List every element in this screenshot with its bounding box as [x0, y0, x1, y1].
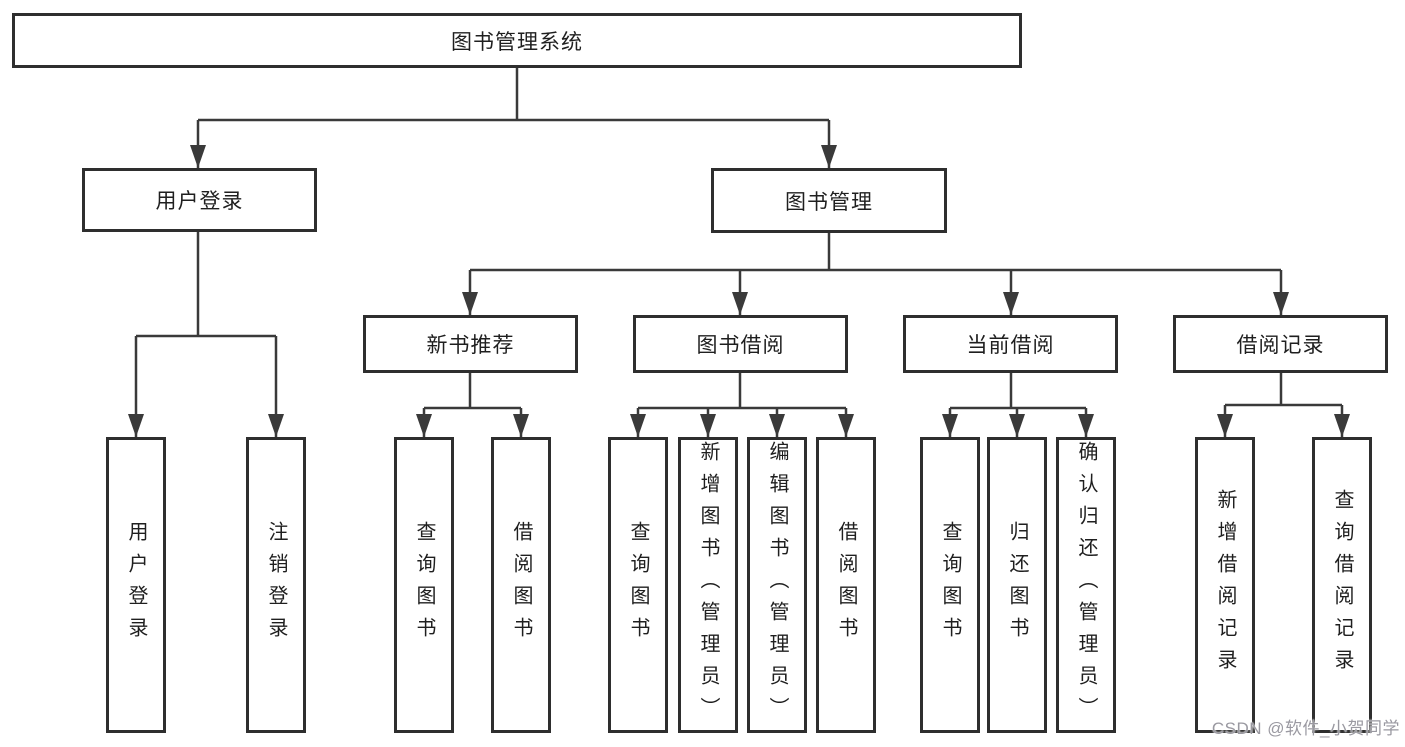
leaf-confirm-return-admin: 确认归还（管理员） [1056, 437, 1116, 733]
leaf-query-books-recommend: 查询图书 [394, 437, 454, 733]
node-root: 图书管理系统 [12, 13, 1022, 68]
leaf-add-borrow-record: 新增借阅记录 [1195, 437, 1255, 733]
leaf-return-book: 归还图书 [987, 437, 1047, 733]
node-borrow-records-label: 借阅记录 [1236, 334, 1325, 357]
node-user-login: 用户登录 [82, 168, 317, 232]
watermark: CSDN @软件_小贺同学 [1211, 719, 1400, 738]
node-root-label: 图书管理系统 [451, 30, 583, 54]
leaf-query-borrow-record: 查询借阅记录 [1312, 437, 1372, 733]
node-book-management-label: 图书管理 [785, 190, 873, 214]
leaf-query-books-borrow: 查询图书 [608, 437, 668, 733]
node-current-borrow-label: 当前借阅 [966, 334, 1055, 357]
node-book-borrow-label: 图书借阅 [696, 334, 785, 357]
leaf-add-book-admin: 新增图书（管理员） [678, 437, 738, 733]
node-current-borrow: 当前借阅 [903, 315, 1118, 373]
leaf-query-books-current: 查询图书 [920, 437, 980, 733]
leaf-borrow-books-recommend: 借阅图书 [491, 437, 551, 733]
leaf-logout: 注销登录 [246, 437, 306, 733]
node-new-book-recommend: 新书推荐 [363, 315, 578, 373]
node-borrow-records: 借阅记录 [1173, 315, 1388, 373]
node-book-borrow: 图书借阅 [633, 315, 848, 373]
node-book-management: 图书管理 [711, 168, 947, 233]
leaf-user-login: 用户登录 [106, 437, 166, 733]
leaf-borrow-books: 借阅图书 [816, 437, 876, 733]
node-new-book-recommend-label: 新书推荐 [426, 334, 515, 357]
leaf-edit-book-admin: 编辑图书（管理员） [747, 437, 807, 733]
node-user-login-label: 用户登录 [155, 190, 244, 213]
